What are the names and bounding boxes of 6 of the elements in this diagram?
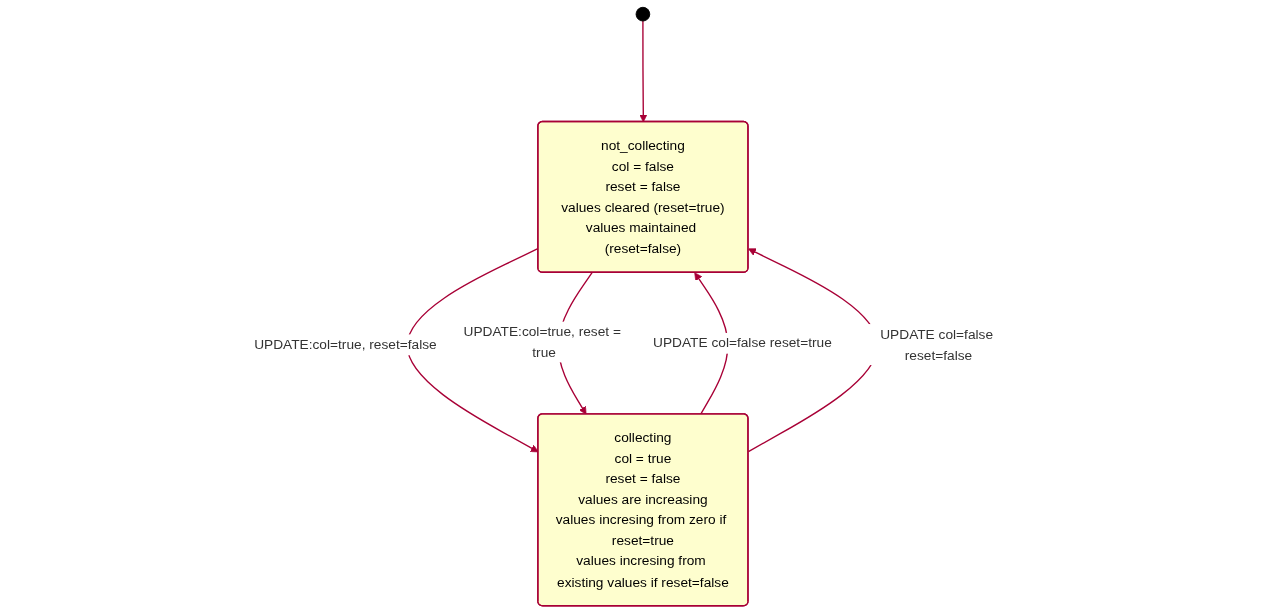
edge-label: UPDATE col=false reset=true <box>653 334 832 351</box>
arrow <box>639 20 648 123</box>
edge-label: UPDATE:col=true, reset=false <box>254 336 437 352</box>
node-circle <box>635 6 651 22</box>
edge-label: UPDATE:col=true, reset = true <box>463 323 621 360</box>
edge-label: UPDATE col=false reset=false <box>880 325 994 363</box>
